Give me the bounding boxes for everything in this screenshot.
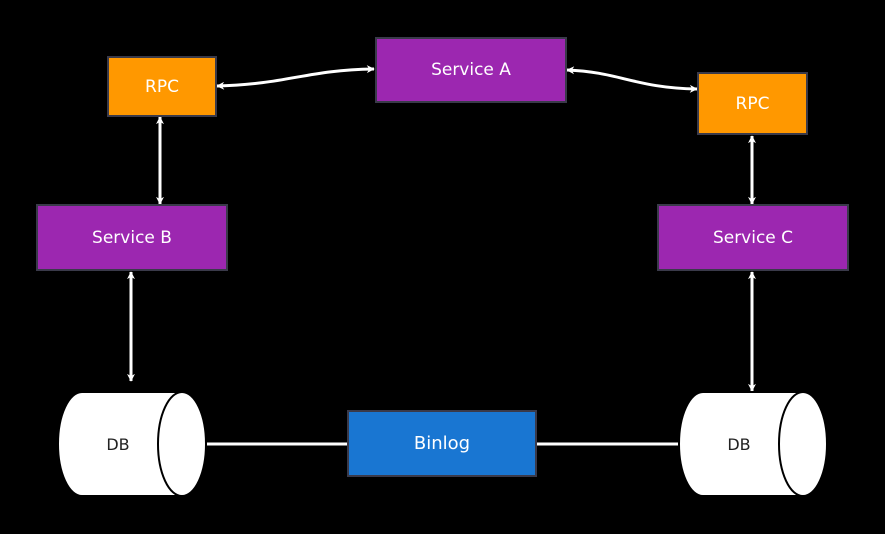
connector-rpc-left-service-a xyxy=(216,65,375,90)
service-a-node: Service A xyxy=(375,37,567,103)
connector-service-a-rpc-right xyxy=(566,66,698,93)
db-left-label: DB xyxy=(106,435,130,454)
service-c-node: Service C xyxy=(657,204,849,271)
service-b-node: Service B xyxy=(36,204,228,271)
rpc-right-node: RPC xyxy=(697,72,808,135)
db-right-cylinder xyxy=(678,391,828,497)
db-left-cylinder xyxy=(57,391,207,497)
db-right-label: DB xyxy=(727,435,751,454)
binlog-node: Binlog xyxy=(347,410,537,477)
rpc-left-node: RPC xyxy=(107,56,217,117)
